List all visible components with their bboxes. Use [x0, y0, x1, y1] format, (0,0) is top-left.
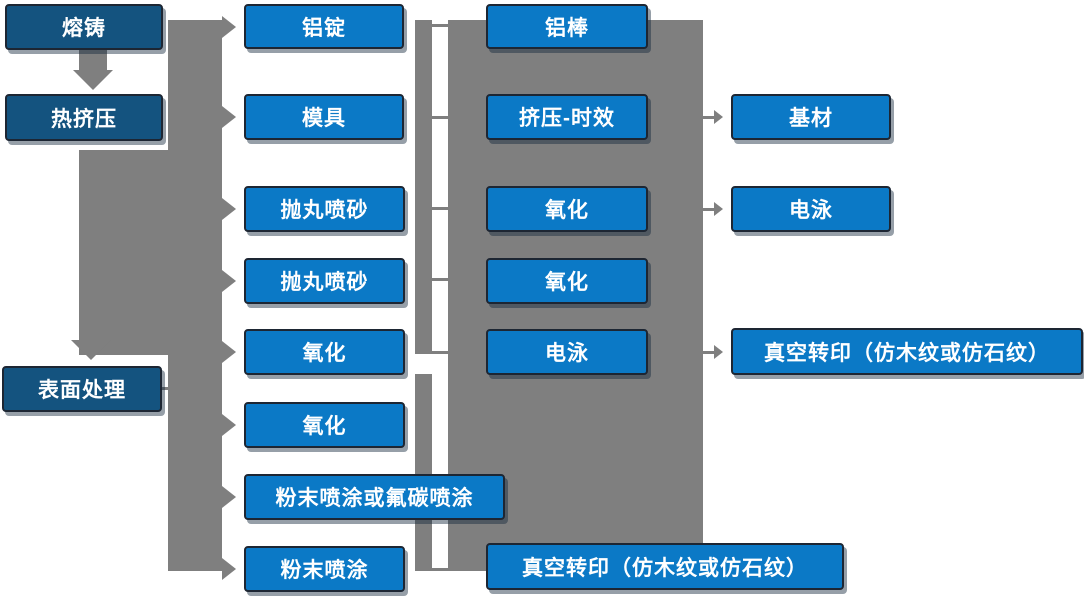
flow-node-jiya-shixiao: 挤压-时效	[486, 94, 648, 140]
connector-mid-bar-upper	[415, 20, 432, 354]
flow-node-paowan-1: 抛丸喷砂	[244, 186, 405, 232]
arrow-to-yanghua-c2b-icon	[222, 414, 236, 436]
flow-node-yanghua-c2a: 氧化	[244, 329, 405, 375]
flow-node-yanghua-c3b: 氧化	[486, 258, 648, 304]
flow-node-lvbang: 铝棒	[486, 4, 648, 49]
arrow-to-jicai-icon	[714, 110, 723, 124]
connector-mid-link-bottom	[428, 568, 448, 571]
flow-node-fenmo: 粉末喷涂	[244, 546, 405, 592]
arrow-to-dianyong-c4-stem	[703, 208, 715, 211]
flow-node-zhenkong-right: 真空转印（仿木纹或仿石纹）	[731, 328, 1083, 375]
flow-node-paowan-2: 抛丸喷砂	[244, 258, 405, 304]
flow-node-fenmo-futan: 粉末喷涂或氟碳喷涂	[244, 474, 505, 520]
arrow-to-jicai-stem	[703, 116, 715, 119]
flow-node-yanghua-c2b: 氧化	[244, 402, 405, 448]
connector-mid-bar-lower	[415, 374, 432, 571]
connector-left-stub-rongzhu-rejiya	[79, 48, 107, 74]
arrow-to-lvding-icon	[222, 16, 236, 38]
arrow-to-paowan-1-icon	[222, 198, 236, 220]
flow-node-rejiya: 热挤压	[5, 94, 163, 141]
connector-mid-link-row2	[428, 116, 448, 119]
arrow-to-dianyong-c4-icon	[714, 202, 723, 216]
arrow-to-fenmo-futan-icon	[222, 486, 236, 508]
flow-node-muju: 模具	[244, 94, 404, 140]
flow-node-lvding: 铝锭	[244, 4, 404, 49]
arrow-to-yanghua-c2a-icon	[222, 341, 236, 363]
arrow-to-rejiya-icon	[73, 70, 113, 90]
connector-mid-link-row5	[428, 351, 448, 354]
connector-mid-link-row4	[428, 278, 448, 281]
arrow-to-biaomianchuli-icon	[71, 340, 111, 360]
arrow-to-zhenkong-right-stem	[703, 351, 715, 354]
connector-mid-link-row1	[428, 24, 448, 27]
connector-mid-link-row3	[428, 207, 448, 210]
flow-node-yanghua-c3a: 氧化	[486, 186, 648, 232]
flow-node-jicai: 基材	[731, 94, 891, 140]
flow-node-zhenkong-bottom: 真空转印（仿木纹或仿石纹）	[486, 543, 844, 590]
connector-left-mid-block	[79, 150, 222, 355]
flow-node-dianyong-c3: 电泳	[486, 329, 648, 375]
arrow-to-zhenkong-right-icon	[714, 345, 723, 359]
flow-node-dianyong-c4: 电泳	[731, 186, 891, 232]
arrow-to-muju-icon	[222, 106, 236, 128]
flow-node-biaomianchuli: 表面处理	[2, 366, 162, 412]
flow-node-rongzhu: 熔铸	[5, 4, 163, 50]
arrow-to-paowan-2-icon	[222, 270, 236, 292]
arrow-to-fenmo-icon	[222, 558, 236, 580]
connector-biaomianchuli-link	[160, 387, 170, 390]
